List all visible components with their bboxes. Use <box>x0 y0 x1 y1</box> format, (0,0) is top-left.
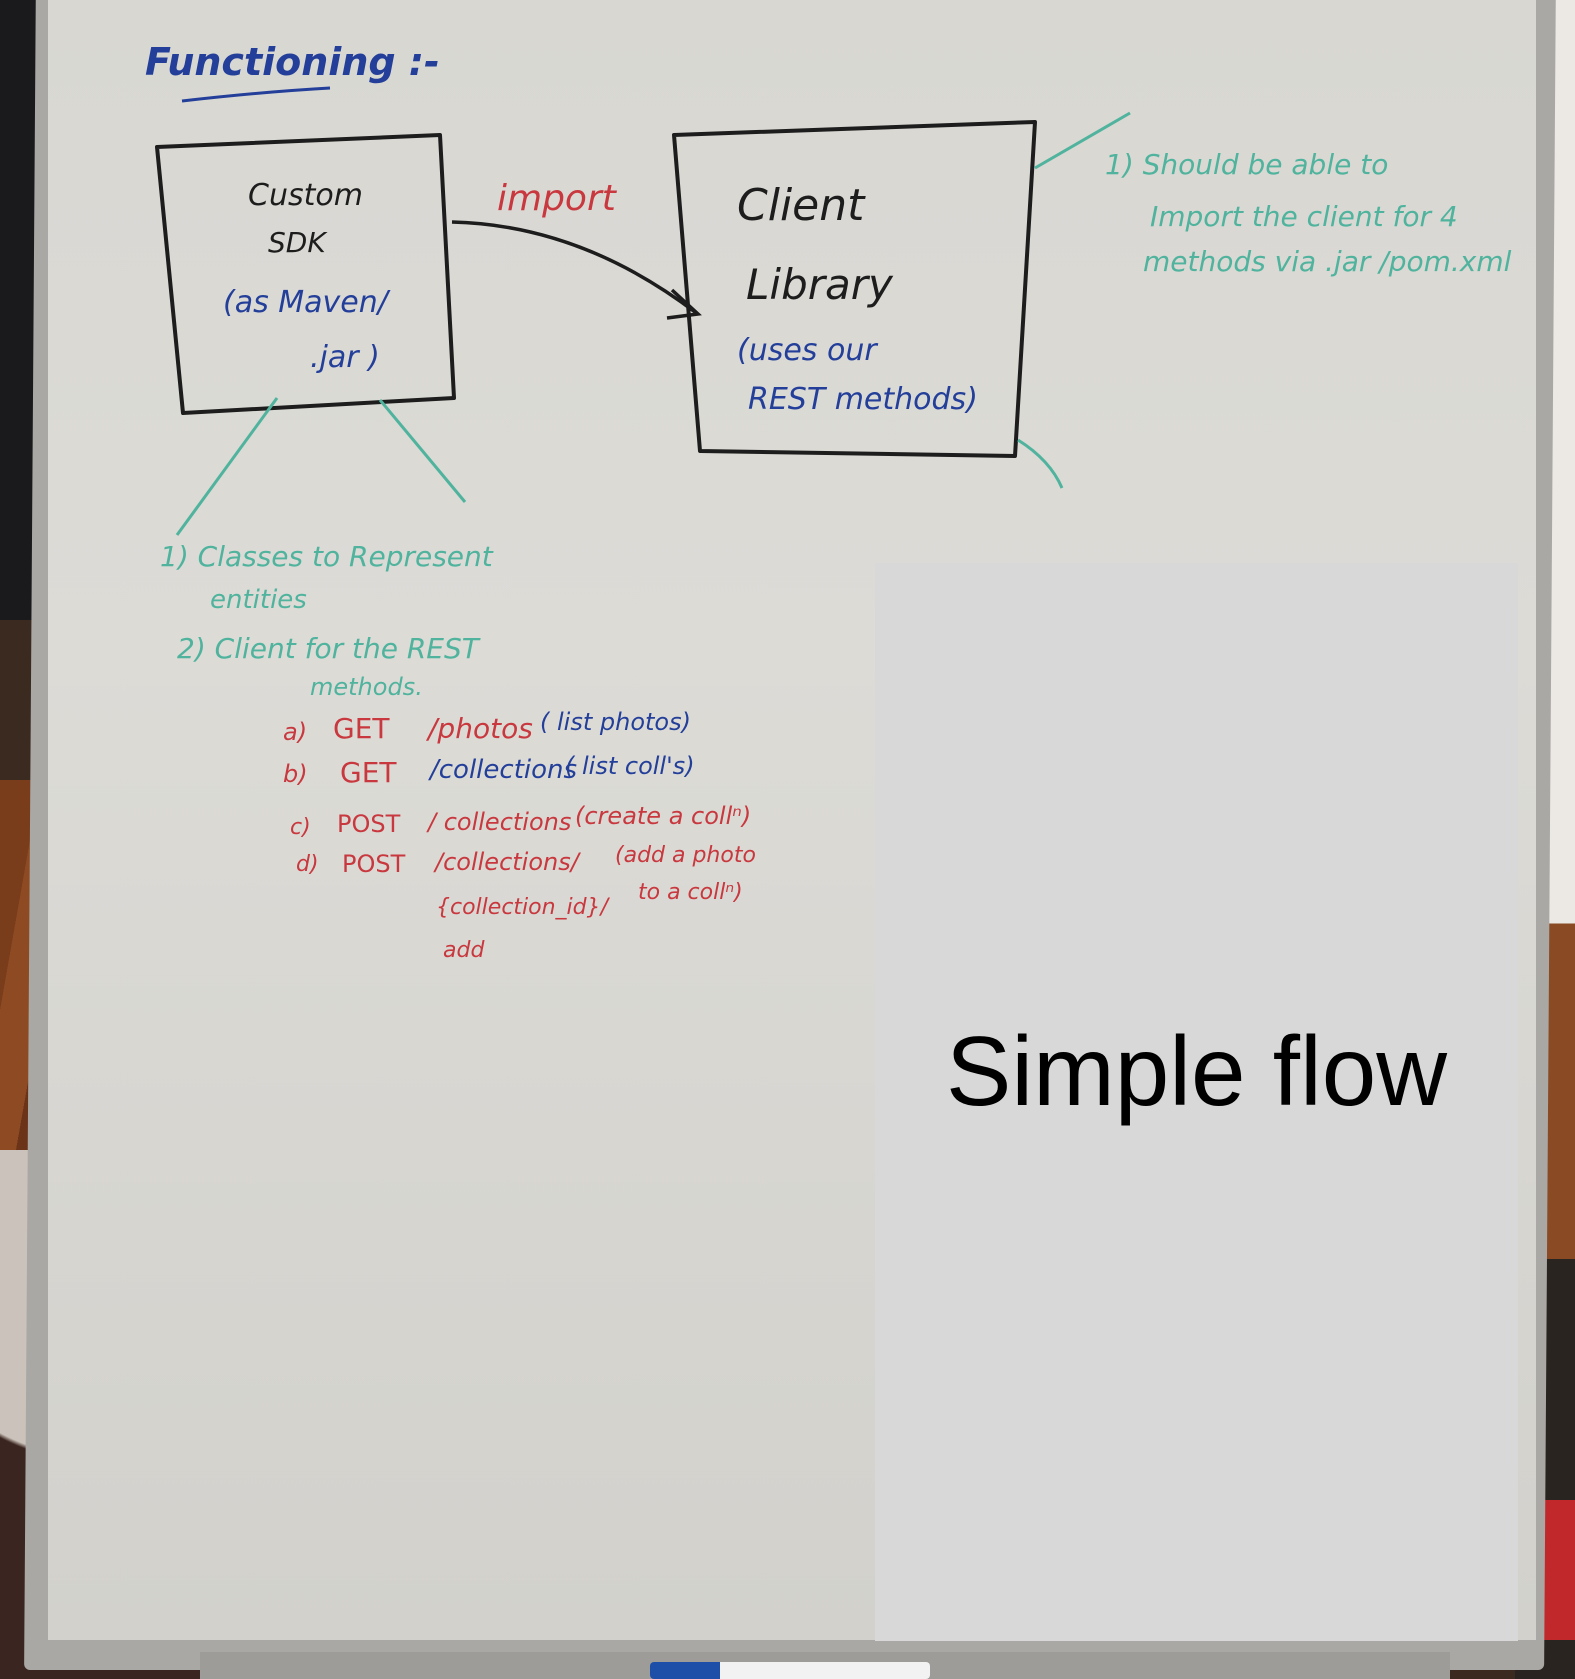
sdk-note1-line1: 1) Classes to Represent <box>160 540 493 573</box>
method-d-path-line3: add <box>443 938 485 963</box>
method-path: /collections <box>430 755 578 785</box>
client-box-line4: REST methods) <box>748 382 978 417</box>
sdk-note2-line2: methods. <box>310 673 423 701</box>
sdk-box-line2: SDK <box>268 226 326 259</box>
import-label: import <box>497 178 616 219</box>
sdk-box-line1: Custom <box>248 178 363 213</box>
method-d-desc-line2: to a collⁿ) <box>638 880 743 905</box>
method-d-path-line2: {collection_id}/ <box>436 895 609 920</box>
sdk-note2-line1: 2) Client for the REST <box>177 632 479 665</box>
method-verb: GET <box>333 712 390 745</box>
heading: Functioning :- <box>145 40 440 84</box>
client-note-line1: 1) Should be able to <box>1105 148 1389 181</box>
method-path: / collections <box>428 808 572 836</box>
sdk-box-line3: (as Maven/ <box>223 285 388 320</box>
client-note-line2: Import the client for 4 <box>1150 200 1458 233</box>
method-desc: (create a collⁿ) <box>575 802 752 830</box>
method-letter: a) <box>283 718 308 746</box>
marker <box>650 1662 930 1679</box>
method-letter: b) <box>283 760 308 788</box>
overlay-card: Simple flow <box>875 563 1518 1641</box>
method-verb: GET <box>340 756 397 789</box>
method-desc: ( list photos) <box>540 708 691 736</box>
sdk-box-line4: .jar ) <box>310 340 380 375</box>
client-box-line2: Library <box>746 260 893 309</box>
method-path: /collections/ <box>435 848 579 876</box>
method-verb: POST <box>342 850 406 878</box>
method-verb: POST <box>337 810 401 838</box>
method-path: /photos <box>428 712 533 745</box>
overlay-caption: Simple flow <box>945 1015 1448 1126</box>
method-desc: (add a photo <box>615 843 756 868</box>
method-letter: d) <box>296 852 319 877</box>
method-desc: ( list coll's) <box>565 752 695 780</box>
sdk-note1-line2: entities <box>210 585 307 615</box>
method-letter: c) <box>290 815 311 840</box>
client-box-line1: Client <box>737 180 865 231</box>
client-note-line3: methods via .jar /pom.xml <box>1143 245 1512 278</box>
client-box-line3: (uses our <box>737 333 877 368</box>
